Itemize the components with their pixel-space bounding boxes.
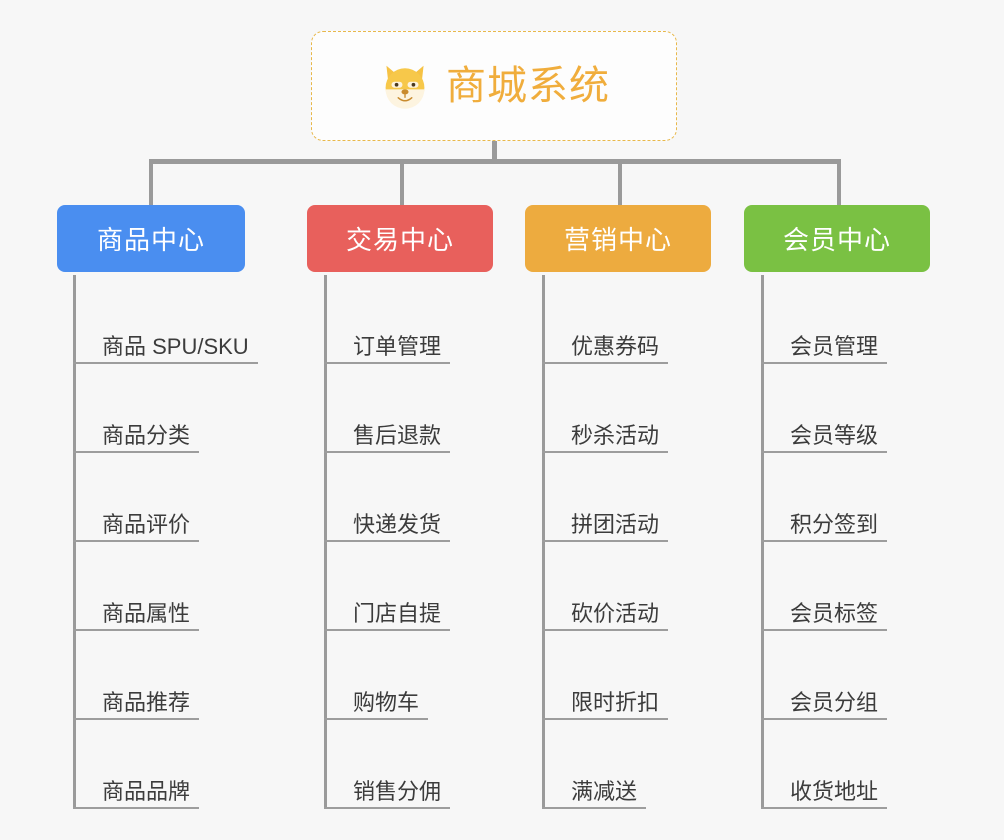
leaf-item[interactable]: 砍价活动 — [542, 542, 668, 631]
leaf-label: 商品品牌 — [102, 779, 191, 805]
leaf-rule — [324, 807, 450, 809]
leaf-item[interactable]: 购物车 — [324, 631, 441, 720]
branch-column-4: 会员管理 会员等级 积分签到 会员标签 会员分组 收货地址 — [761, 275, 887, 809]
leaf-item[interactable]: 会员管理 — [761, 275, 887, 364]
category-label-3: 营销中心 — [563, 225, 672, 255]
leaf-label: 会员分组 — [790, 690, 879, 716]
connector-drop-4 — [837, 159, 841, 207]
leaf-label: 销售分佣 — [353, 779, 442, 805]
branch-spine-4 — [761, 275, 764, 809]
leaf-item[interactable]: 商品品牌 — [73, 720, 249, 809]
leaf-rule — [542, 629, 668, 631]
leaf-rule — [761, 451, 887, 453]
leaf-label: 商品推荐 — [102, 690, 191, 716]
leaf-rule — [324, 540, 450, 542]
leaf-rule — [73, 540, 199, 542]
leaf-rule — [542, 362, 668, 364]
category-box-1[interactable]: 商品中心 — [57, 205, 245, 272]
leaf-item[interactable]: 会员分组 — [761, 631, 887, 720]
category-box-3[interactable]: 营销中心 — [525, 205, 711, 272]
leaf-rule — [73, 629, 199, 631]
leaf-rule — [73, 362, 258, 364]
branch-spine-1 — [73, 275, 76, 809]
leaf-label: 商品评价 — [102, 512, 191, 538]
branch-spine-3 — [542, 275, 545, 809]
leaf-label: 积分签到 — [790, 512, 879, 538]
leaf-rule — [324, 629, 450, 631]
branch-spine-2 — [324, 275, 327, 809]
branch-column-3: 优惠券码 秒杀活动 拼团活动 砍价活动 限时折扣 满减送 — [542, 275, 668, 809]
leaf-item[interactable]: 销售分佣 — [324, 720, 450, 809]
leaf-item[interactable]: 拼团活动 — [542, 453, 668, 542]
category-box-4[interactable]: 会员中心 — [744, 205, 930, 272]
leaf-label: 门店自提 — [353, 601, 442, 627]
category-label-1: 商品中心 — [96, 225, 205, 255]
leaf-label: 订单管理 — [353, 334, 442, 360]
leaf-label: 满减送 — [571, 779, 638, 805]
leaf-item[interactable]: 门店自提 — [324, 542, 450, 631]
leaf-rule — [542, 718, 668, 720]
category-label-2: 交易中心 — [345, 225, 454, 255]
leaf-rule — [542, 451, 668, 453]
leaf-rule — [324, 362, 450, 364]
root-title: 商城系统 — [446, 64, 610, 108]
leaf-label: 购物车 — [353, 690, 420, 716]
connector-drop-2 — [400, 159, 404, 207]
leaf-rule — [73, 718, 199, 720]
leaf-item[interactable]: 会员等级 — [761, 364, 887, 453]
leaf-rule — [761, 718, 887, 720]
leaf-label: 砍价活动 — [571, 601, 660, 627]
leaf-label: 限时折扣 — [571, 690, 660, 716]
leaf-label: 会员标签 — [790, 601, 879, 627]
leaf-item[interactable]: 商品分类 — [73, 364, 249, 453]
leaf-item[interactable]: 商品属性 — [73, 542, 249, 631]
leaf-rule — [761, 362, 887, 364]
leaf-item[interactable]: 会员标签 — [761, 542, 887, 631]
branch-column-1: 商品 SPU/SKU 商品分类 商品评价 商品属性 商品推荐 商品品牌 — [73, 275, 258, 809]
root-node[interactable]: 商城系统 — [311, 31, 677, 141]
leaf-item[interactable]: 商品评价 — [73, 453, 249, 542]
connector-drop-3 — [618, 159, 622, 207]
leaf-rule — [542, 807, 646, 809]
leaf-item[interactable]: 限时折扣 — [542, 631, 668, 720]
leaf-item[interactable]: 售后退款 — [324, 364, 450, 453]
leaf-item[interactable]: 秒杀活动 — [542, 364, 668, 453]
leaf-item[interactable]: 满减送 — [542, 720, 659, 809]
branch-column-2: 订单管理 售后退款 快递发货 门店自提 购物车 销售分佣 — [324, 275, 450, 809]
leaf-item[interactable]: 收货地址 — [761, 720, 887, 809]
leaf-label: 秒杀活动 — [571, 423, 660, 449]
leaf-label: 优惠券码 — [571, 334, 660, 360]
leaf-rule — [73, 451, 199, 453]
leaf-label: 拼团活动 — [571, 512, 660, 538]
shiba-dog-face-icon — [378, 59, 432, 113]
leaf-label: 售后退款 — [353, 423, 442, 449]
leaf-rule — [324, 451, 450, 453]
leaf-label: 商品分类 — [102, 423, 191, 449]
leaf-rule — [761, 807, 887, 809]
leaf-label: 商品属性 — [102, 601, 191, 627]
leaf-rule — [542, 540, 668, 542]
category-label-4: 会员中心 — [782, 225, 891, 255]
leaf-label: 商品 SPU/SKU — [102, 334, 249, 360]
category-box-2[interactable]: 交易中心 — [307, 205, 493, 272]
leaf-rule — [761, 629, 887, 631]
leaf-label: 收货地址 — [790, 779, 879, 805]
leaf-rule — [73, 807, 199, 809]
leaf-rule — [761, 540, 887, 542]
connector-drop-1 — [149, 159, 153, 207]
leaf-item[interactable]: 商品 SPU/SKU — [73, 275, 258, 364]
leaf-label: 会员管理 — [790, 334, 879, 360]
leaf-rule — [324, 718, 428, 720]
leaf-item[interactable]: 订单管理 — [324, 275, 450, 364]
leaf-item[interactable]: 优惠券码 — [542, 275, 668, 364]
connector-trunk — [492, 141, 497, 163]
leaf-item[interactable]: 快递发货 — [324, 453, 450, 542]
leaf-label: 快递发货 — [353, 512, 442, 538]
leaf-item[interactable]: 商品推荐 — [73, 631, 249, 720]
leaf-label: 会员等级 — [790, 423, 879, 449]
leaf-item[interactable]: 积分签到 — [761, 453, 887, 542]
connector-bus — [149, 159, 841, 164]
